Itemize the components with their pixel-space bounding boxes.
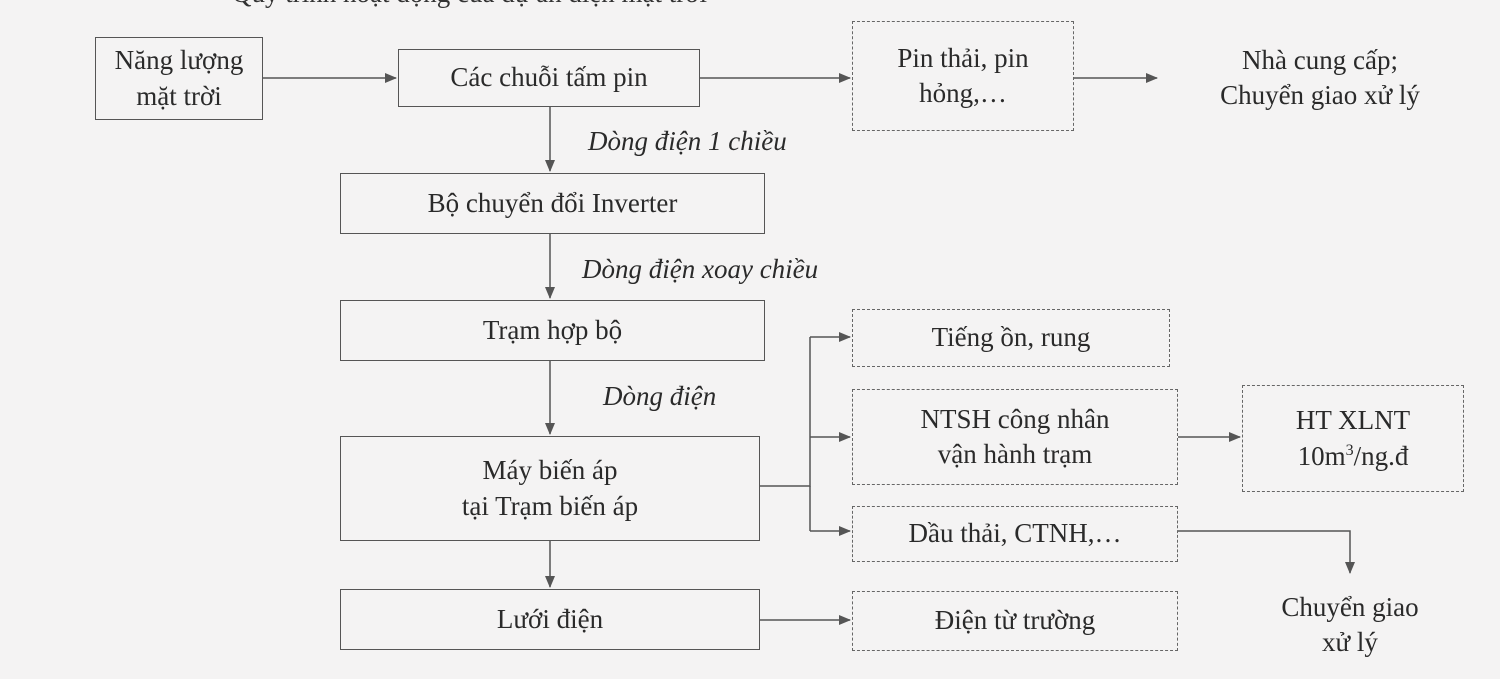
node-electromagnetic-field: Điện từ trường bbox=[852, 591, 1178, 651]
node-transformer-line1: Máy biến áp bbox=[482, 455, 618, 486]
header-fragment-text: Quy trình hoạt động của dự án điện mặt t… bbox=[232, 0, 707, 9]
node-waste-oil-label: Dầu thải, CTNH,… bbox=[908, 518, 1122, 549]
node-transformer-line2: tại Trạm biến áp bbox=[461, 490, 639, 521]
node-supplier-line2: Chuyển giao xử lý bbox=[1220, 80, 1420, 110]
node-panel-strings: Các chuỗi tấm pin bbox=[398, 49, 700, 107]
node-panel-strings-label: Các chuỗi tấm pin bbox=[450, 62, 648, 93]
node-transfer-line1: Chuyển giao bbox=[1281, 591, 1419, 622]
node-waste-panels: Pin thải, pin hỏng,… bbox=[852, 21, 1074, 131]
node-supplier-line1: Nhà cung cấp; bbox=[1242, 44, 1398, 75]
node-domestic-wastewater: NTSH công nhân vận hành trạm bbox=[852, 389, 1178, 485]
node-waste-panels-line1: Pin thải, pin bbox=[897, 42, 1029, 73]
node-power-grid: Lưới điện bbox=[340, 589, 760, 650]
treatment-capacity: 10m bbox=[1297, 440, 1346, 471]
node-waste-oil: Dầu thải, CTNH,… bbox=[852, 506, 1178, 562]
treatment-capacity-exponent: 3 bbox=[1345, 441, 1354, 459]
node-combined-station: Trạm hợp bộ bbox=[340, 300, 765, 361]
node-wastewater-line1: NTSH công nhân bbox=[920, 403, 1110, 434]
node-solar-energy: Năng lượng mặt trời bbox=[95, 37, 263, 120]
header-fragment: Quy trình hoạt động của dự án điện mặt t… bbox=[0, 0, 1500, 12]
node-noise-vibration: Tiếng ồn, rung bbox=[852, 309, 1170, 367]
node-treatment-line1: HT XLNT bbox=[1295, 405, 1411, 436]
node-transfer-treatment: Chuyển giao xử lý bbox=[1245, 585, 1455, 665]
node-wastewater-line2: vận hành trạm bbox=[937, 439, 1093, 469]
treatment-capacity-unit: /ng.đ bbox=[1353, 440, 1409, 471]
node-waste-panels-line2: hỏng,… bbox=[919, 78, 1007, 108]
label-current: Dòng điện bbox=[603, 381, 717, 411]
node-combined-station-label: Trạm hợp bộ bbox=[482, 314, 623, 345]
node-inverter-label: Bộ chuyển đổi Inverter bbox=[427, 187, 678, 218]
node-solar-line2: mặt trời bbox=[136, 80, 222, 111]
node-solar-line1: Năng lượng bbox=[114, 45, 244, 76]
node-transfer-line2: xử lý bbox=[1322, 627, 1378, 657]
label-dc-current: Dòng điện 1 chiều bbox=[588, 126, 787, 156]
node-inverter: Bộ chuyển đổi Inverter bbox=[340, 173, 765, 234]
node-supplier: Nhà cung cấp; Chuyển giao xử lý bbox=[1160, 38, 1480, 118]
branch-trunk bbox=[760, 337, 811, 487]
label-ac-current: Dòng điện xoay chiều bbox=[582, 254, 819, 284]
arrow-oil-to-transfer bbox=[1178, 530, 1355, 574]
node-treatment-line2: 10m3/ng.đ bbox=[1298, 439, 1409, 474]
node-emf-label: Điện từ trường bbox=[934, 605, 1096, 636]
node-wastewater-treatment: HT XLNT 10m3/ng.đ bbox=[1242, 385, 1464, 492]
node-transformer: Máy biến áp tại Trạm biến áp bbox=[340, 436, 760, 541]
node-noise-label: Tiếng ồn, rung bbox=[931, 322, 1091, 353]
node-power-grid-label: Lưới điện bbox=[496, 603, 604, 634]
